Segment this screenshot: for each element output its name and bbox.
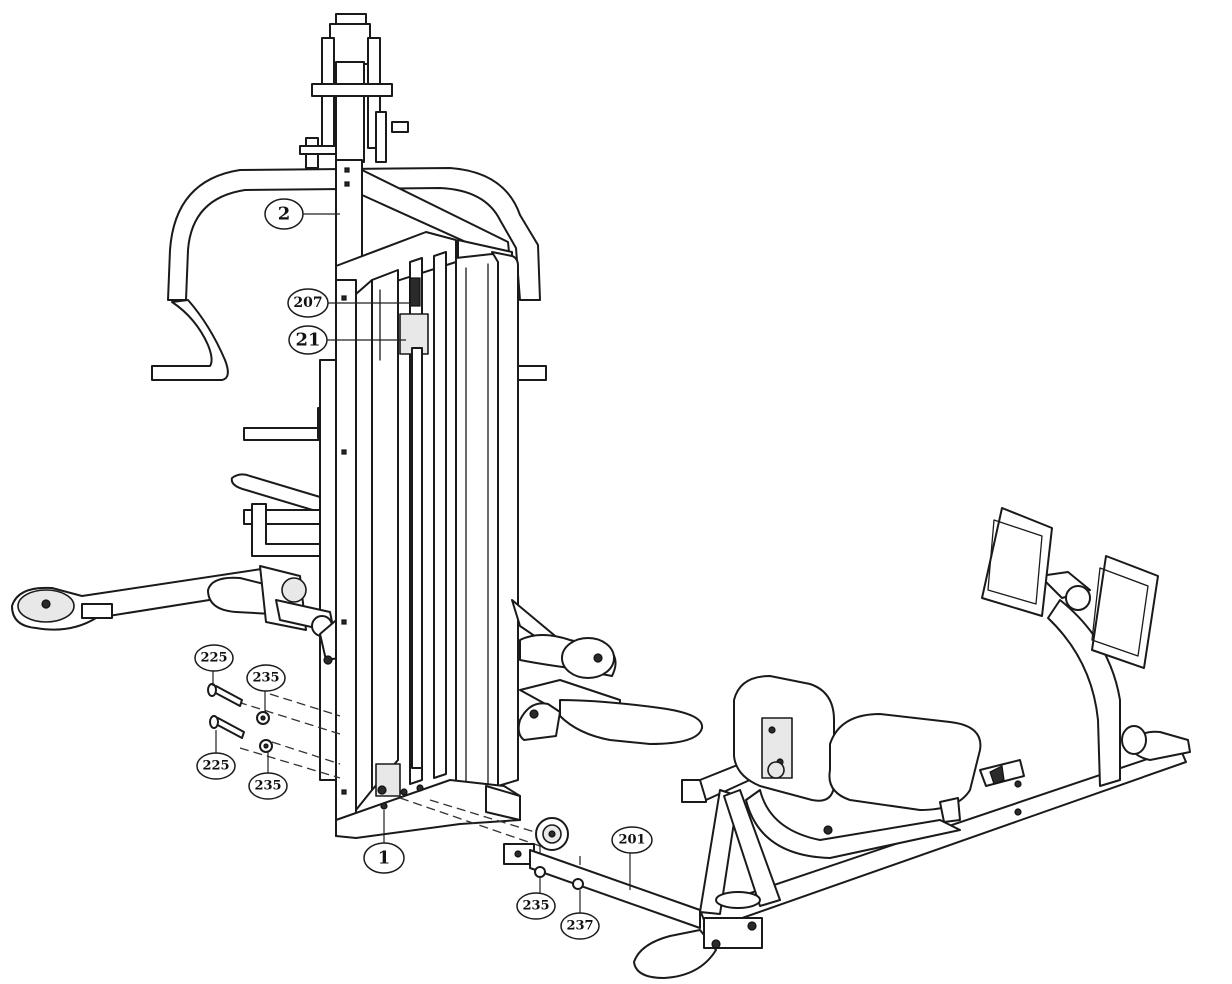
callout-label: 235 [252,671,279,686]
leg-press-base-part-201 [503,725,1191,979]
washer-235-lower [259,739,273,753]
leg-press-footplate-assembly [981,507,1159,787]
callout-ellipse [611,826,653,854]
callout-label: 235 [522,899,549,914]
callout-225-lower: 225 [196,752,236,780]
leg-developer-pads [511,599,704,745]
callout-ellipse [560,912,600,940]
callout-label: 21 [295,330,320,351]
callout-201: 201 [611,826,653,854]
callout-235-lower: 235 [248,772,288,800]
washer-235-upper [256,711,270,725]
callout-235-upper: 235 [246,664,286,692]
callout-237: 237 [560,912,600,940]
top-pulley-assembly [299,13,409,169]
callout-ellipse [287,288,329,318]
callout-label: 201 [618,833,645,848]
callout-235-base: 235 [516,892,556,920]
callout-label: 235 [254,779,281,794]
callout-ellipse [246,664,286,692]
bolts-and-washers [207,683,273,753]
callout-225-upper: 225 [194,644,234,672]
callout-label: 225 [200,651,227,666]
callout-ellipse [248,772,288,800]
callout-ellipse [363,842,405,874]
bolt-225-upper [207,683,243,707]
left-press-arm [11,565,353,665]
callout-label: 237 [566,919,593,934]
callout-label: 2 [278,204,291,225]
leg-press-seat-frame [681,675,1025,915]
callout-2: 2 [264,198,304,230]
callout-label: 1 [378,848,391,869]
callout-ellipse [196,752,236,780]
upper-arch-frame [151,167,547,381]
callout-1: 1 [363,842,405,874]
callout-label: 225 [202,759,229,774]
callout-ellipse [194,644,234,672]
callout-ellipse [288,325,328,355]
callout-21: 21 [288,325,328,355]
bolt-225-lower [209,715,245,739]
callout-ellipse [516,892,556,920]
callout-207: 207 [287,288,329,318]
weight-stack-tower-part-1 [335,231,521,839]
callout-label: 207 [293,295,322,311]
callout-ellipse [264,198,304,230]
